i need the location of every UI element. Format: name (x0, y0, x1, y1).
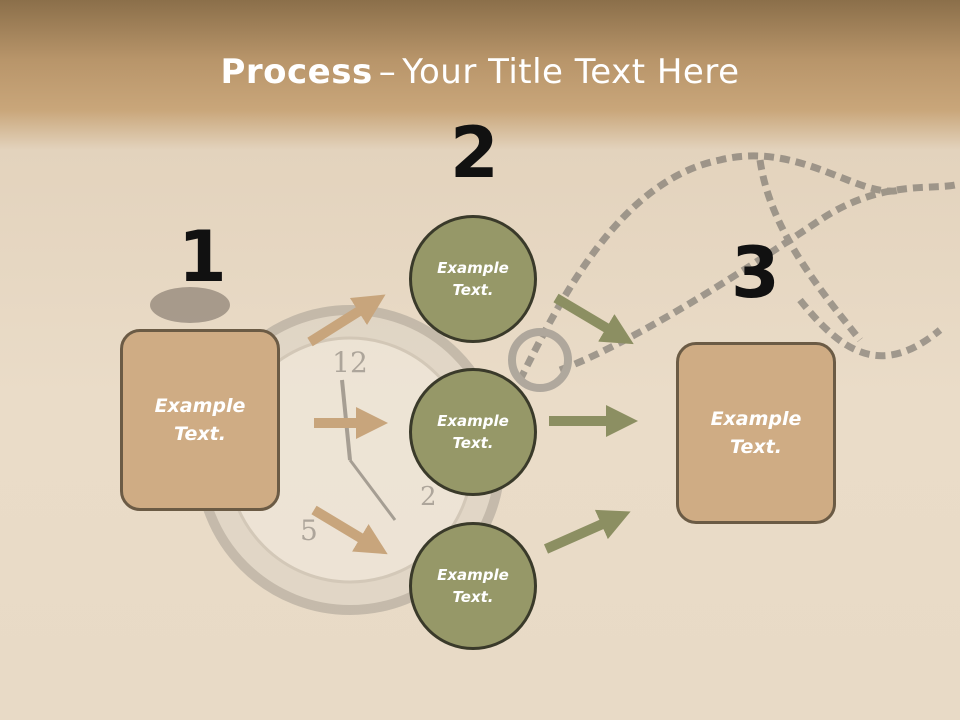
svg-text:5: 5 (300, 514, 318, 547)
step-1-box[interactable]: Example Text. (120, 329, 280, 511)
svg-text:2: 2 (420, 482, 437, 512)
arrow-circle-3-to-box (543, 509, 631, 554)
title-separator: – (378, 52, 397, 92)
arrow-box-to-circle-1 (307, 294, 386, 347)
slide-title: Process–Your Title Text Here (0, 52, 960, 92)
step-3-box-label: Example Text. (710, 407, 802, 459)
arrow-box-to-circle-3 (311, 505, 388, 555)
step-1-box-label: Example Text. (154, 394, 246, 446)
step-number-2: 2 (450, 112, 499, 194)
step-2-circle-bottom[interactable]: Example Text. (409, 522, 537, 650)
step-number-3: 3 (731, 232, 780, 314)
circle-middle-label: Example Text. (437, 411, 509, 453)
circle-bottom-label: Example Text. (437, 565, 509, 607)
title-rest: Your Title Text Here (402, 52, 740, 92)
svg-text:12: 12 (332, 346, 368, 379)
step-3-box[interactable]: Example Text. (676, 342, 836, 524)
step-number-1: 1 (178, 216, 227, 298)
circle-top-label: Example Text. (437, 258, 509, 300)
title-bold: Process (220, 52, 373, 92)
step-2-circle-top[interactable]: Example Text. (409, 215, 537, 343)
arrow-circle-1-to-box (553, 293, 634, 345)
step-2-circle-middle[interactable]: Example Text. (409, 368, 537, 496)
